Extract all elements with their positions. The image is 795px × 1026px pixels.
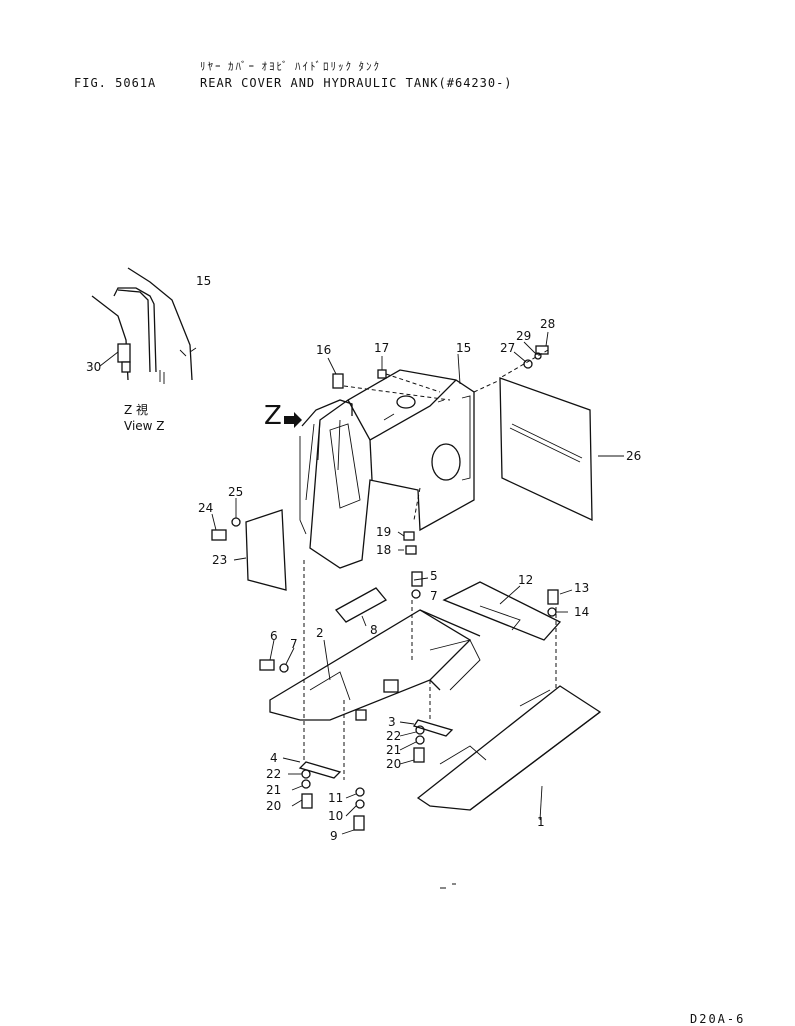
callout-10: 10 <box>328 809 343 823</box>
callout-7-lower: 7 <box>290 637 298 651</box>
callout-20-right: 20 <box>386 757 401 771</box>
callout-30: 30 <box>86 360 101 374</box>
callout-22-left: 22 <box>266 767 281 781</box>
callout-20-left: 20 <box>266 799 281 813</box>
callout-26: 26 <box>626 449 641 463</box>
callout-5: 5 <box>430 569 438 583</box>
part-12-bracket <box>442 581 562 641</box>
part-26-side-plate <box>499 377 593 522</box>
part-23-small-plate <box>245 509 287 591</box>
callout-29: 29 <box>516 329 531 343</box>
callout-2: 2 <box>316 626 324 640</box>
callout-11: 11 <box>328 791 343 805</box>
callout-19: 19 <box>376 525 391 539</box>
callout-1: 1 <box>537 815 545 829</box>
callout-27: 27 <box>500 341 515 355</box>
callout-12: 12 <box>518 573 533 587</box>
callout-16: 16 <box>316 343 331 357</box>
view-arrow-label: Z <box>264 401 282 431</box>
part-2-frame <box>269 609 481 721</box>
hydraulic-tank <box>299 369 475 569</box>
callout-7-upper: 7 <box>430 589 438 603</box>
callout-28: 28 <box>540 317 555 331</box>
figure-number: FIG. 5061A <box>74 76 157 90</box>
callout-13: 13 <box>574 581 589 595</box>
callout-14: 14 <box>574 605 589 619</box>
callout-17: 17 <box>374 341 389 355</box>
callout-4: 4 <box>270 751 278 765</box>
diagram-code: D20A-6 <box>690 1012 746 1026</box>
bolts-lower <box>259 571 559 831</box>
view-z-label: View Z <box>124 419 165 433</box>
callout-15-detail: 15 <box>196 274 211 288</box>
callout-22-right: 22 <box>386 729 401 743</box>
callout-21-right: 21 <box>386 743 401 757</box>
callout-8: 8 <box>370 623 378 637</box>
view-arrow <box>284 412 302 428</box>
title-japanese: ﾘﾔｰ ｶﾊﾞｰ ｵﾖﾋﾞ ﾊｲﾄﾞﾛﾘｯｸ ﾀﾝｸ <box>200 60 381 73</box>
callout-6: 6 <box>270 629 278 643</box>
callout-25: 25 <box>228 485 243 499</box>
part-8-bracket <box>334 587 388 623</box>
figure-title: REAR COVER AND HYDRAULIC TANK(#64230-) <box>200 76 513 90</box>
part-3-4-plates <box>298 719 454 779</box>
view-z-label-jp: Z 視 <box>124 402 148 417</box>
callout-23: 23 <box>212 553 227 567</box>
detail-view-z <box>91 267 197 384</box>
callout-21-left: 21 <box>266 783 281 797</box>
part-1-base-plate <box>416 685 602 811</box>
callout-3: 3 <box>388 715 396 729</box>
callout-15-tank: 15 <box>456 341 471 355</box>
leader-lines <box>211 331 624 835</box>
callout-18: 18 <box>376 543 391 557</box>
callout-9: 9 <box>330 829 338 843</box>
callout-24: 24 <box>198 501 213 515</box>
